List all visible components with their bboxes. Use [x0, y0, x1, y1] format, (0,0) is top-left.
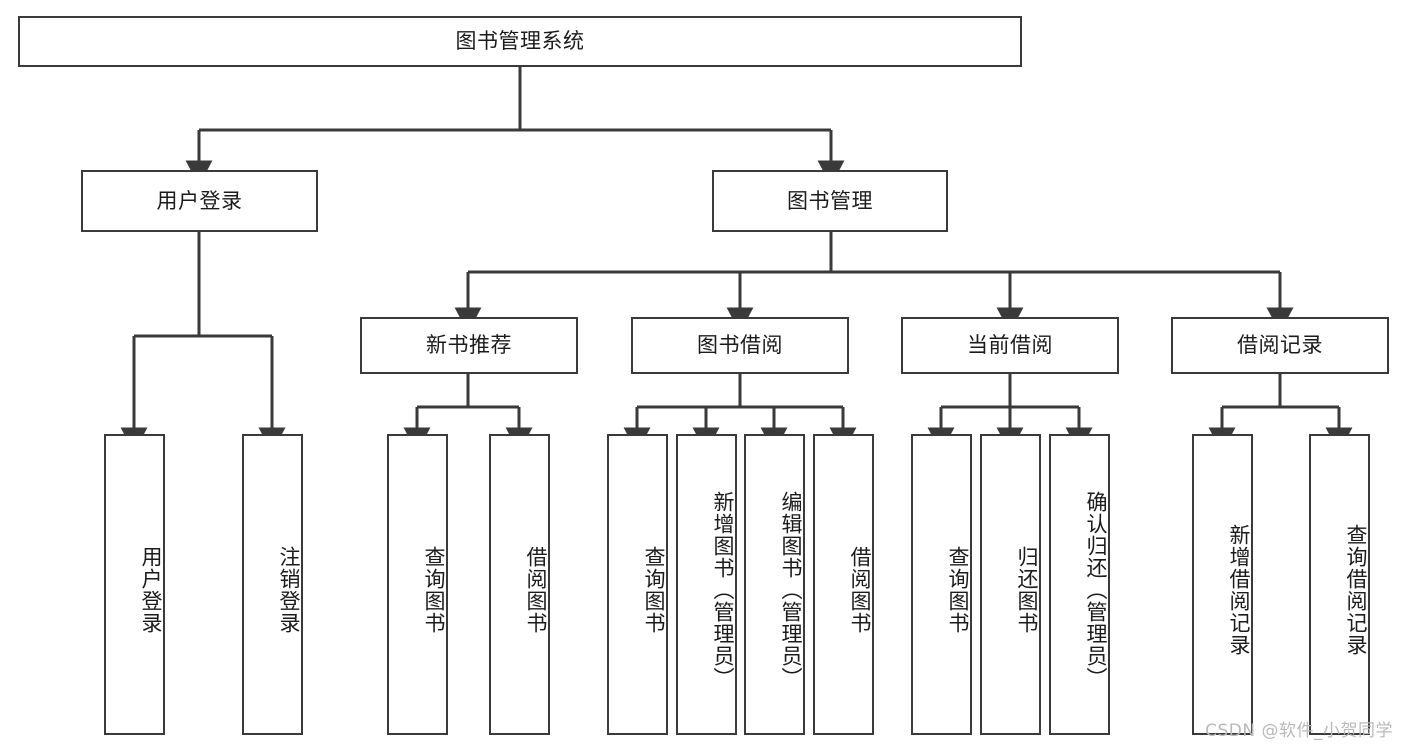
- node-book-manage-label: 图书管理: [787, 188, 873, 213]
- node-book-borrow-label: 图书借阅: [697, 333, 783, 358]
- node-new-book-rec-label: 新书推荐: [426, 333, 512, 358]
- node-leaf-borrow-book-1-label: 借阅图书: [524, 545, 548, 634]
- node-leaf-logout-login[interactable]: 注销登录: [242, 434, 303, 735]
- node-leaf-query-book-2-label: 查询图书: [642, 545, 666, 634]
- node-current-borrow-label: 当前借阅: [967, 333, 1053, 358]
- node-leaf-borrow-book-2[interactable]: 借阅图书: [813, 434, 874, 735]
- node-leaf-confirm-return[interactable]: 确认归还（管理员）: [1049, 434, 1110, 735]
- node-leaf-borrow-book-2-label: 借阅图书: [848, 545, 872, 634]
- node-root[interactable]: 图书管理系统: [18, 16, 1022, 67]
- node-leaf-edit-book[interactable]: 编辑图书（管理员）: [744, 434, 805, 735]
- node-leaf-edit-book-label: 编辑图书（管理员）: [779, 490, 803, 689]
- node-leaf-query-book-3[interactable]: 查询图书: [911, 434, 972, 735]
- node-leaf-add-book-label: 新增图书（管理员）: [711, 490, 735, 689]
- node-leaf-query-book-1[interactable]: 查询图书: [387, 434, 448, 735]
- node-borrow-record[interactable]: 借阅记录: [1171, 317, 1389, 374]
- node-leaf-user-login-label: 用户登录: [139, 545, 163, 634]
- node-new-book-rec[interactable]: 新书推荐: [360, 317, 578, 374]
- node-book-borrow[interactable]: 图书借阅: [631, 317, 849, 374]
- node-leaf-query-book-1-label: 查询图书: [422, 545, 446, 634]
- node-leaf-query-book-2[interactable]: 查询图书: [607, 434, 668, 735]
- node-book-manage[interactable]: 图书管理: [712, 170, 948, 232]
- node-user-login[interactable]: 用户登录: [81, 170, 318, 232]
- node-leaf-add-book[interactable]: 新增图书（管理员）: [676, 434, 737, 735]
- node-borrow-record-label: 借阅记录: [1237, 333, 1323, 358]
- node-current-borrow[interactable]: 当前借阅: [901, 317, 1119, 374]
- node-leaf-add-record[interactable]: 新增借阅记录: [1192, 434, 1253, 735]
- node-leaf-query-record[interactable]: 查询借阅记录: [1309, 434, 1370, 735]
- node-leaf-borrow-book-1[interactable]: 借阅图书: [489, 434, 550, 735]
- node-user-login-label: 用户登录: [156, 188, 243, 213]
- node-leaf-return-book[interactable]: 归还图书: [980, 434, 1041, 735]
- node-leaf-user-login[interactable]: 用户登录: [104, 434, 165, 735]
- node-root-label: 图书管理系统: [455, 29, 585, 54]
- node-leaf-return-book-label: 归还图书: [1015, 545, 1039, 634]
- node-leaf-confirm-return-label: 确认归还（管理员）: [1084, 490, 1108, 689]
- node-leaf-logout-login-label: 注销登录: [277, 545, 301, 634]
- node-leaf-query-book-3-label: 查询图书: [946, 545, 970, 634]
- node-leaf-query-record-label: 查询借阅记录: [1344, 523, 1368, 656]
- node-leaf-add-record-label: 新增借阅记录: [1227, 523, 1251, 656]
- csdn-watermark: CSDN @软件_小贺同学: [1205, 721, 1393, 741]
